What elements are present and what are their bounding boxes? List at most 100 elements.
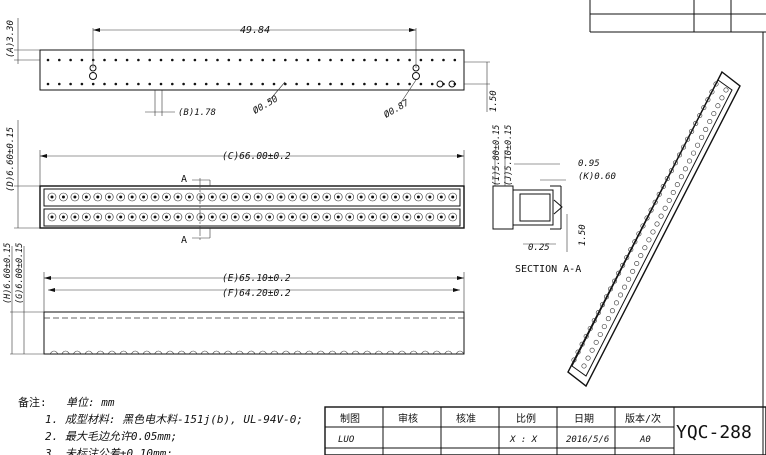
- iso-hole: [620, 262, 626, 268]
- notes-unit: 单位: mm: [66, 396, 115, 409]
- pin-dot: [329, 58, 332, 62]
- pin-dot: [216, 82, 219, 86]
- pin-dot: [182, 82, 185, 86]
- contact-hole: [402, 192, 412, 202]
- contact-hole: [185, 192, 194, 202]
- contact-hole: [173, 192, 183, 202]
- contact-hole: [436, 212, 446, 222]
- contact-hole-center: [245, 215, 249, 219]
- contact-hole: [173, 212, 183, 222]
- contact-hole-center: [313, 195, 317, 199]
- side-bump: [72, 350, 82, 355]
- iso-hole: [613, 300, 619, 306]
- dim-hole-large-label: Ø0.87: [382, 97, 411, 120]
- section-marker-bottom: A: [181, 235, 187, 246]
- iso-hole: [609, 308, 615, 314]
- iso-hole: [723, 87, 729, 93]
- contact-hole: [242, 212, 251, 222]
- pin-dot: [80, 58, 84, 62]
- contact-hole: [104, 212, 114, 222]
- iso-hole: [705, 97, 711, 103]
- pin-dot: [159, 58, 163, 62]
- side-bump: [270, 350, 279, 355]
- iso-hole: [622, 284, 628, 290]
- iso-hole: [634, 260, 640, 266]
- iso-hole: [656, 191, 662, 197]
- iso-hole: [664, 176, 670, 182]
- side-bump: [316, 350, 326, 355]
- contact-hole-center: [61, 195, 65, 199]
- iso-hole: [703, 126, 709, 132]
- contact-hole: [345, 212, 355, 222]
- tb-header-review: 审核: [398, 412, 418, 425]
- contact-hole: [379, 212, 389, 222]
- pin-dot: [295, 58, 298, 62]
- dim-095-label: 0.95: [578, 159, 600, 169]
- contact-hole-center: [268, 195, 272, 199]
- contact-hole: [311, 192, 320, 202]
- iso-hole: [658, 213, 664, 219]
- pin-dot: [419, 58, 423, 62]
- iso-hole: [589, 347, 595, 353]
- pin-dot: [216, 58, 219, 62]
- side-bump: [177, 350, 186, 355]
- dim-150b-label: 1.50: [578, 224, 588, 246]
- contact-hole: [139, 212, 148, 222]
- contact-hole-center: [416, 215, 420, 219]
- side-bump: [409, 350, 418, 355]
- pin-dot: [329, 82, 332, 86]
- iso-hole: [595, 310, 601, 316]
- pin-dot: [363, 82, 366, 86]
- section-marker-top: A: [181, 174, 187, 185]
- contact-hole: [208, 212, 217, 222]
- title-block: 制图 审核 核准 比例 日期 版本/次 LUO X : X 2016/5/6 A…: [324, 406, 766, 455]
- contact-hole-center: [268, 215, 272, 219]
- contact-hole: [82, 212, 91, 222]
- iso-hole: [709, 89, 715, 95]
- pin-dot: [238, 58, 242, 62]
- side-bump: [142, 350, 152, 355]
- contact-hole: [162, 212, 171, 222]
- contact-hole: [82, 192, 91, 202]
- side-bump: [455, 350, 465, 355]
- side-bump: [154, 350, 163, 355]
- iso-hole: [685, 136, 691, 142]
- contact-hole-center: [313, 215, 317, 219]
- section-view: (I)5.80±0.15 (J)5.10±0.15 0.95 (K)0.60 1…: [492, 125, 616, 275]
- iso-hole: [630, 268, 636, 274]
- iso-hole: [715, 103, 721, 109]
- contact-hole: [230, 192, 240, 202]
- contact-hole-center: [279, 195, 283, 199]
- contact-hole: [448, 212, 458, 222]
- side-bump: [246, 350, 256, 355]
- contact-hole: [47, 192, 57, 202]
- contact-hole-center: [256, 215, 260, 219]
- side-bump: [397, 350, 407, 355]
- contact-hole: [127, 192, 137, 202]
- pin-dot: [317, 82, 321, 86]
- tb-header-date: 日期: [574, 413, 594, 425]
- contact-hole-center: [165, 195, 168, 199]
- tb-header-approve: 核准: [456, 412, 476, 425]
- side-bump: [304, 350, 314, 355]
- iso-hole: [691, 150, 697, 156]
- contact-hole: [196, 212, 206, 222]
- contact-hole-center: [371, 195, 375, 199]
- iso-hole: [674, 182, 680, 188]
- iso-hole: [676, 152, 682, 158]
- pin-dot: [148, 82, 151, 86]
- iso-hole: [618, 292, 624, 298]
- contact-hole: [276, 212, 286, 222]
- dim-c-label: (C)66.00±0.2: [222, 151, 291, 162]
- pin-dot: [80, 82, 84, 86]
- pin-dot: [317, 58, 321, 62]
- contact-hole-center: [96, 215, 100, 219]
- contact-hole-center: [187, 195, 191, 199]
- tb-value-scale: X : X: [509, 435, 538, 445]
- iso-hole: [585, 355, 591, 361]
- contact-hole: [288, 212, 297, 222]
- pin-dot: [408, 82, 411, 86]
- contact-hole-center: [176, 195, 180, 199]
- pin-dot: [69, 58, 72, 62]
